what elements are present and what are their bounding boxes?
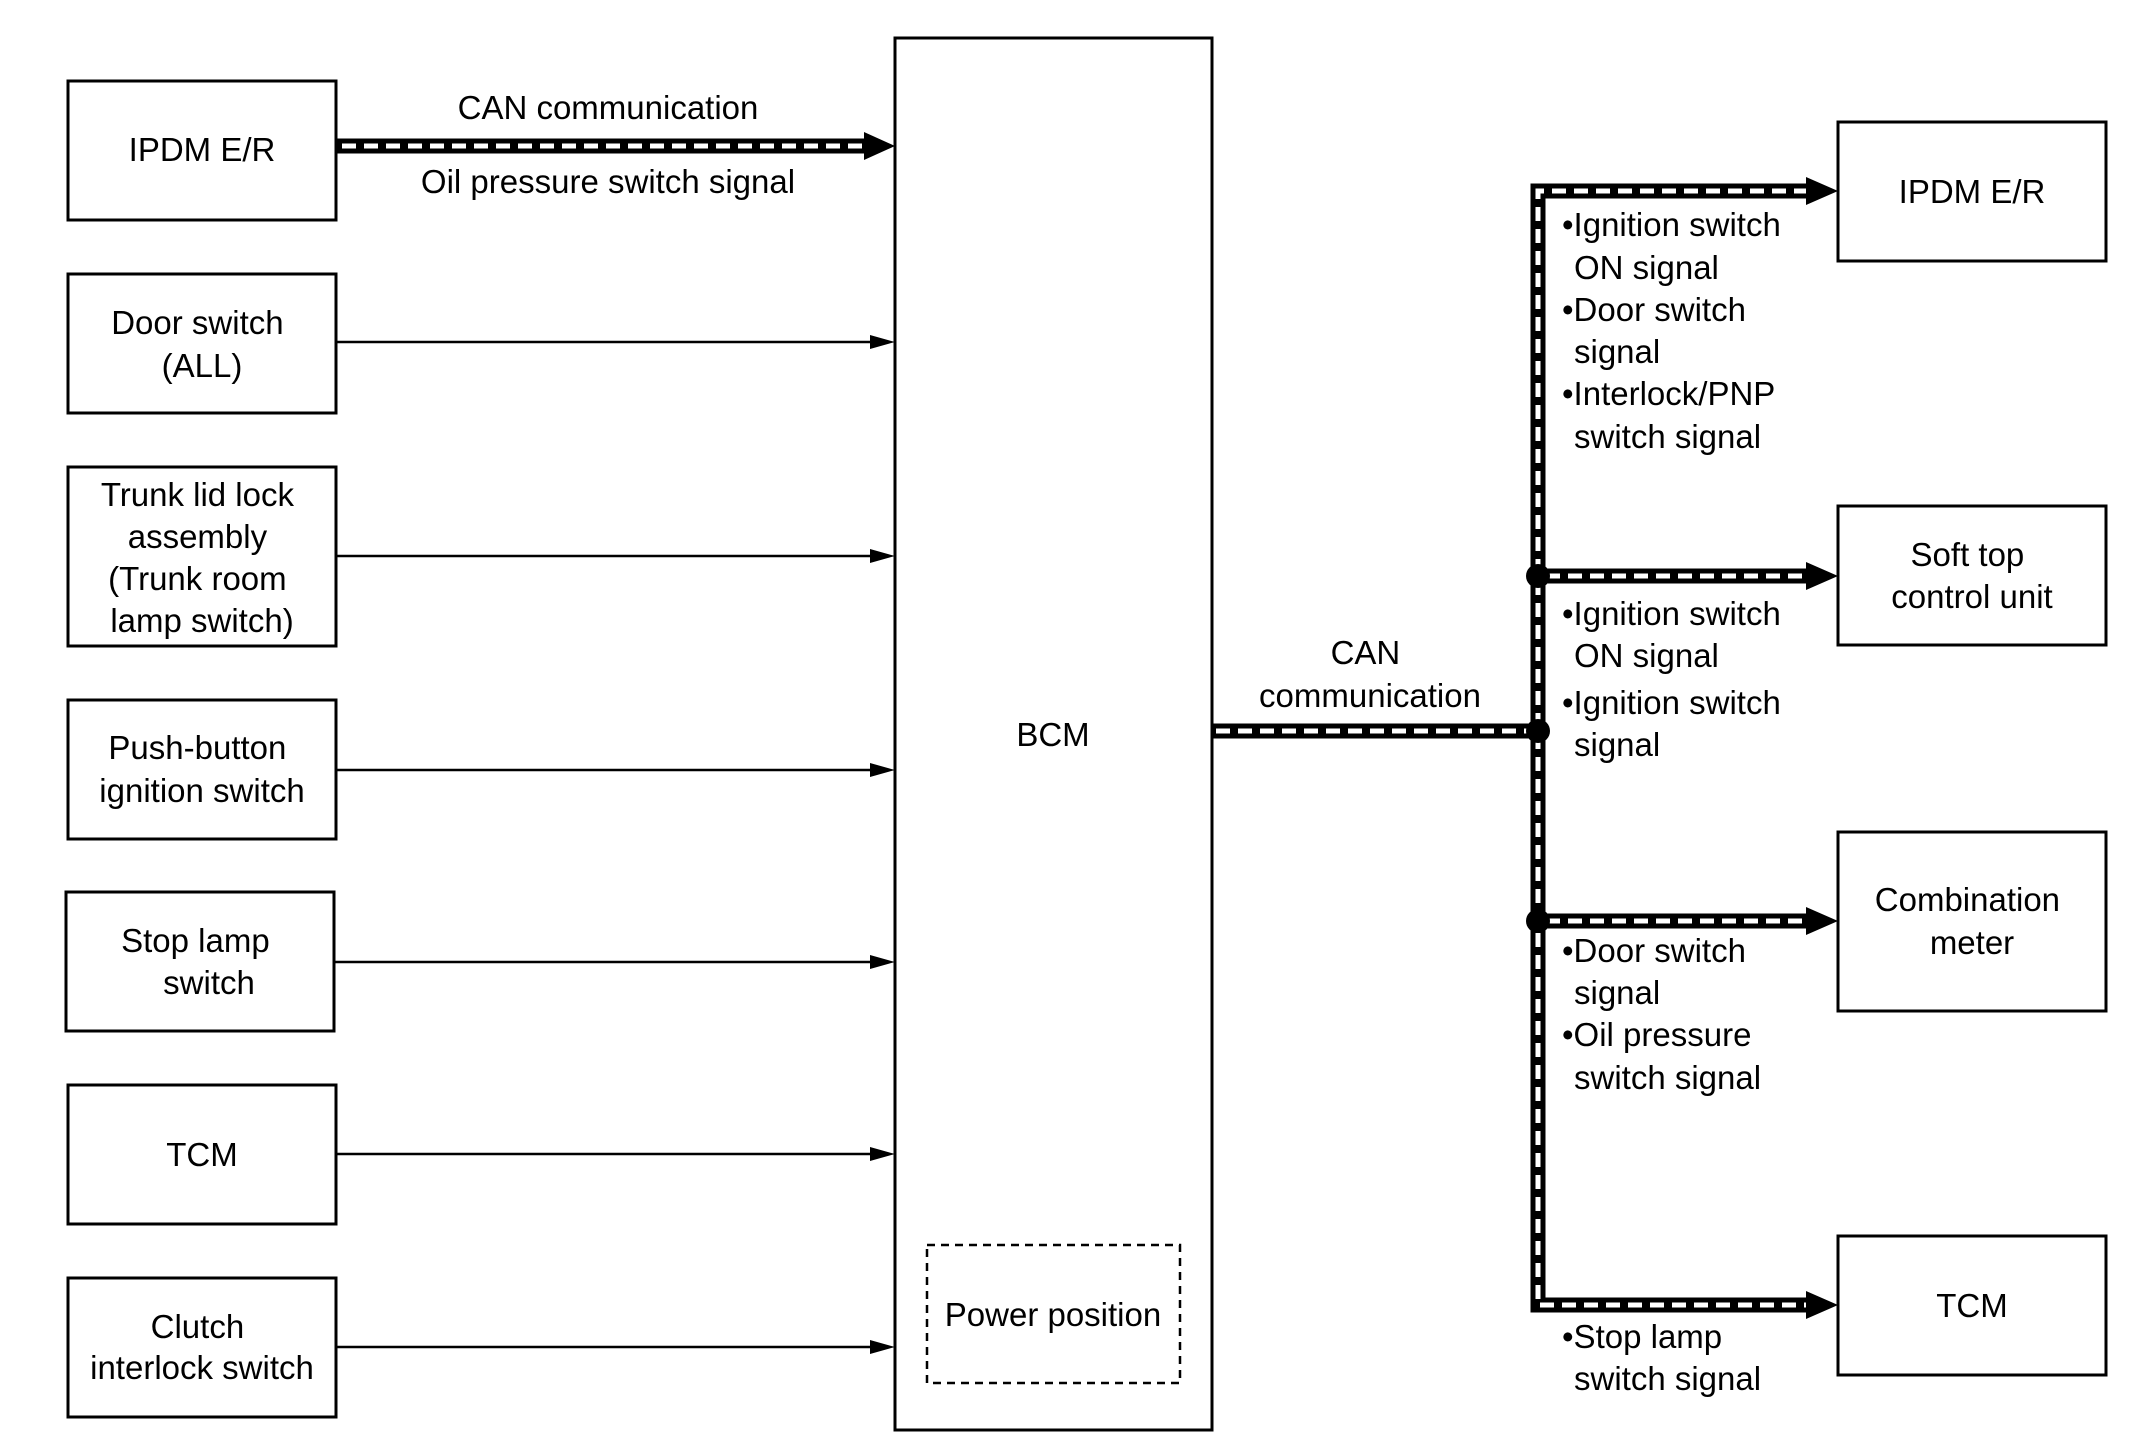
input-trunk-lid-lock: Trunk lid lock assembly (Trunk room lamp… xyxy=(66,465,338,648)
output-ipdm-er-label: IPDM E/R xyxy=(1899,173,2046,210)
input-ipdm-er-label: IPDM E/R xyxy=(129,131,276,168)
top-can-link xyxy=(337,132,895,160)
output-tcm: TCM xyxy=(1836,1234,2108,1377)
input-stop-lamp-switch-label: Stop lamp switch xyxy=(121,922,279,1001)
input-tcm-label: TCM xyxy=(166,1136,237,1173)
input-door-switch: Door switch (ALL) xyxy=(66,272,338,415)
output-combination-meter-label: Combination meter xyxy=(1875,881,2069,961)
signals-tcm: •Stop lamp switch signal xyxy=(1562,1318,1761,1397)
input-clutch-interlock-label: Clutch interlock switch xyxy=(90,1308,314,1386)
top-can-label: CAN communication xyxy=(458,89,759,126)
junction-dot xyxy=(1526,564,1550,588)
power-position-box xyxy=(925,1243,1182,1385)
output-tcm-label: TCM xyxy=(1936,1287,2007,1324)
power-position-label: Power position xyxy=(945,1296,1161,1333)
output-combination-meter: Combination meter xyxy=(1836,830,2108,1013)
input-door-switch-label: Door switch (ALL) xyxy=(111,304,293,384)
input-ipdm-er: IPDM E/R xyxy=(66,79,338,222)
top-oil-pressure-signal: Oil pressure switch signal xyxy=(421,163,795,200)
output-ipdm-er: IPDM E/R xyxy=(1836,120,2108,263)
signals-softtop: •Ignition switch ON signal •Ignition swi… xyxy=(1562,595,1790,763)
junction-dot xyxy=(1526,909,1550,933)
output-soft-top-label: Soft top control unit xyxy=(1891,536,2052,615)
bus-can-label: CAN communication xyxy=(1259,634,1481,714)
input-push-button-ignition-label: Push-button ignition switch xyxy=(99,729,304,809)
junction-dot xyxy=(1526,719,1550,743)
bcm-block: BCM Power position xyxy=(893,36,1214,1432)
input-wires xyxy=(334,335,895,1354)
signals-ipdm: •Ignition switch ON signal •Door switch … xyxy=(1562,206,1790,455)
input-push-button-ignition: Push-button ignition switch xyxy=(66,698,338,841)
input-trunk-lid-lock-label: Trunk lid lock assembly (Trunk room lamp… xyxy=(101,476,303,639)
input-clutch-interlock: Clutch interlock switch xyxy=(66,1276,338,1419)
output-soft-top-control-unit: Soft top control unit xyxy=(1836,504,2108,647)
output-can-bus xyxy=(1212,177,1838,1319)
bcm-label: BCM xyxy=(1016,716,1089,753)
input-tcm: TCM xyxy=(66,1083,338,1226)
signals-meter: •Door switch signal •Oil pressure switch… xyxy=(1562,932,1761,1096)
input-stop-lamp-switch: Stop lamp switch xyxy=(64,890,336,1033)
